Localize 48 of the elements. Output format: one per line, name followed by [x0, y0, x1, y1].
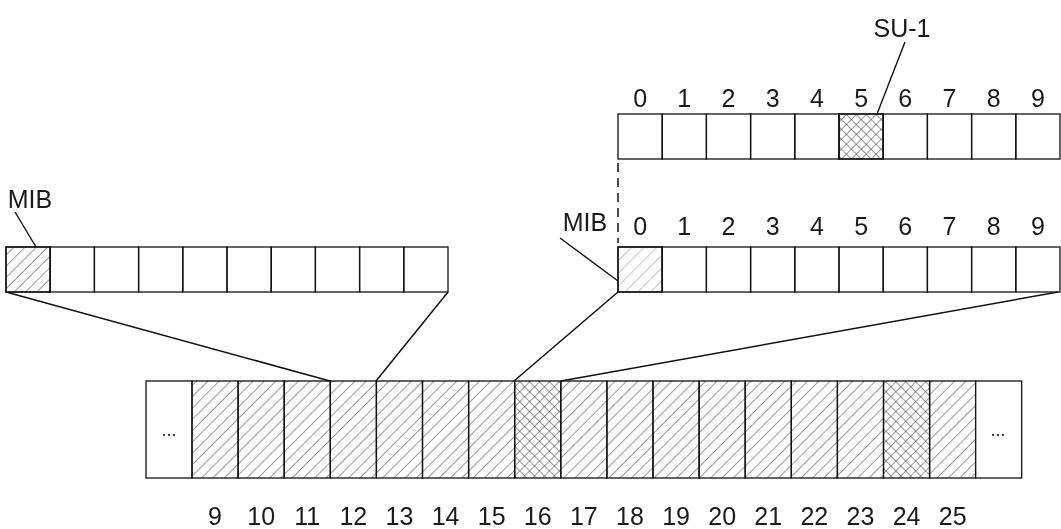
frame-number: 25 [938, 503, 967, 529]
slot-number: 6 [898, 85, 913, 111]
slot-number: 8 [986, 213, 1001, 239]
frame-number: 22 [800, 503, 829, 529]
slot-number: 1 [677, 213, 692, 239]
frame-number: 20 [708, 503, 737, 529]
slot-number: 2 [721, 85, 736, 111]
slot-number: 3 [765, 213, 780, 239]
frame-number: 14 [431, 503, 460, 529]
label-text: MIB [7, 186, 53, 212]
frame-number: 13 [385, 503, 414, 529]
frame-number: 11 [294, 503, 321, 529]
slot-number: 4 [809, 85, 824, 111]
hatched-slot [838, 113, 884, 160]
slot-number: 1 [677, 85, 692, 111]
label-text: SU-1 [873, 15, 931, 41]
ellipsis: ... [161, 421, 177, 439]
slot-number: 3 [765, 85, 780, 111]
frame-number: 15 [477, 503, 506, 529]
slot-number: 9 [1030, 213, 1045, 239]
hatched-slot [5, 246, 51, 293]
frame-number: 10 [247, 503, 276, 529]
slot-number: 8 [986, 85, 1001, 111]
ellipsis: ... [990, 421, 1006, 439]
slot-number: 4 [809, 213, 824, 239]
slot-number: 2 [721, 213, 736, 239]
frame-number: 23 [846, 503, 875, 529]
frame-number: 19 [662, 503, 690, 529]
slot-number: 5 [854, 213, 869, 239]
slot-number: 6 [898, 213, 913, 239]
slot-number: 0 [633, 213, 648, 239]
slot-number: 9 [1030, 85, 1045, 111]
leader-line [876, 41, 906, 115]
frame-number: 16 [523, 503, 552, 529]
slot-number: 5 [854, 85, 869, 111]
slot-number: 0 [633, 85, 648, 111]
label-text: MIB [562, 209, 608, 235]
frame-number: 18 [616, 503, 644, 529]
leader-line [14, 211, 37, 248]
slot-number: 7 [942, 213, 957, 239]
frame-number: 9 [208, 503, 222, 529]
frame-number: 21 [754, 503, 783, 529]
leader-line [559, 237, 619, 282]
frame-number: 12 [339, 503, 368, 529]
frame-number: 17 [569, 503, 598, 529]
hatched-slot [617, 246, 663, 293]
slot-number: 7 [942, 85, 957, 111]
frame-number: 24 [892, 503, 921, 529]
